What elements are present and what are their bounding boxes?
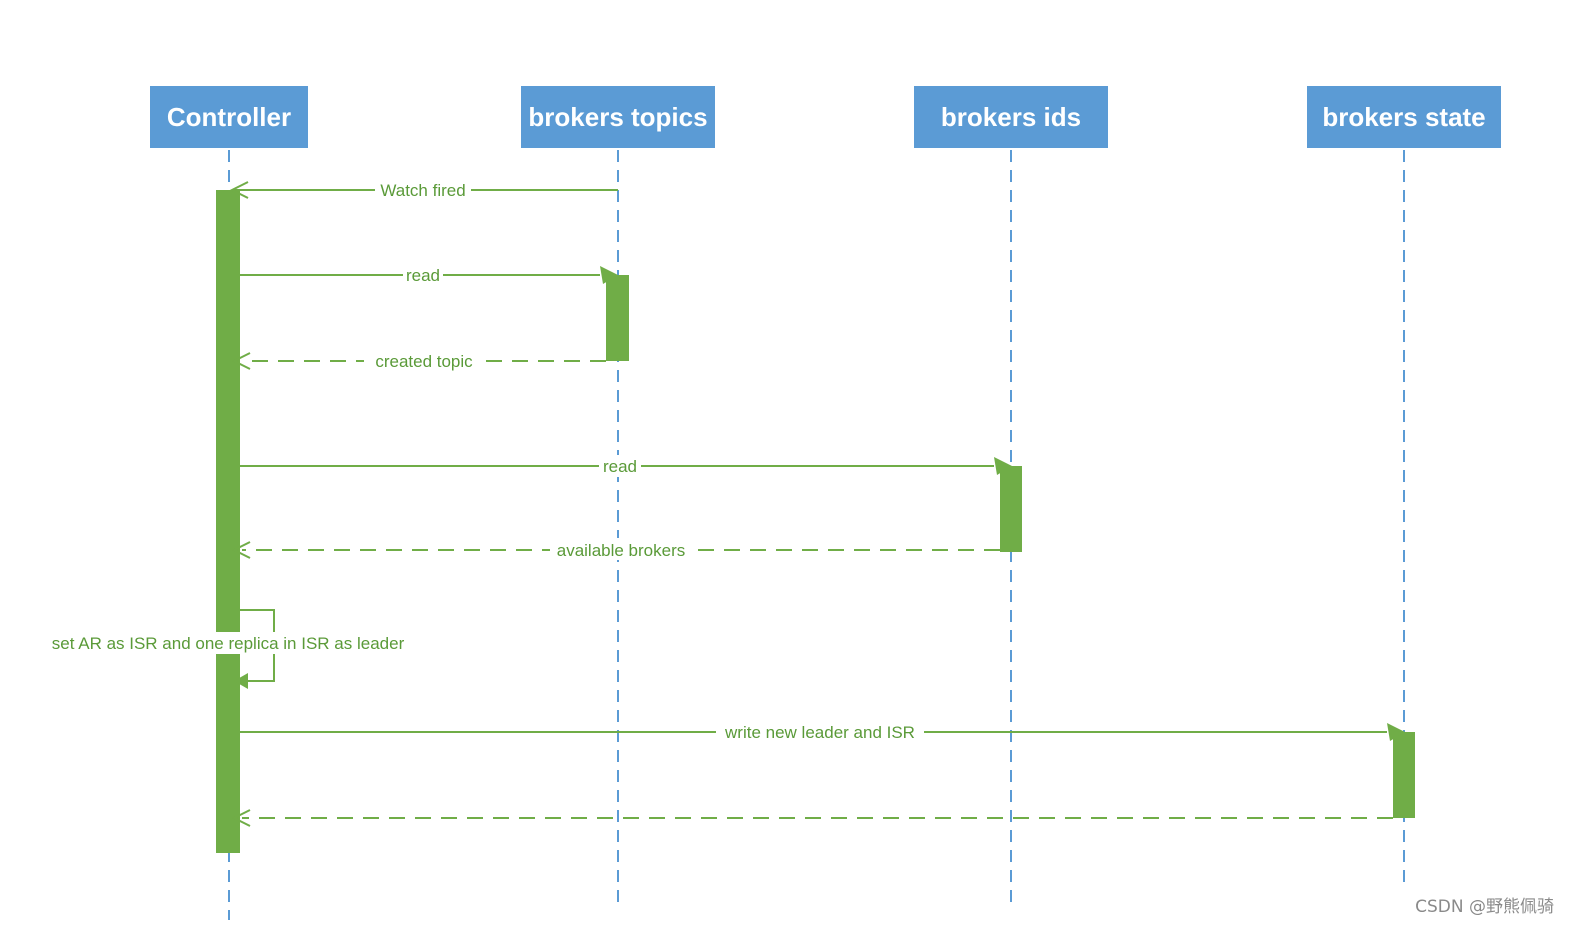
message-label: read: [603, 457, 637, 476]
message-label: created topic: [375, 352, 473, 371]
open-arrowhead-icon: [231, 809, 251, 827]
message-read-topics: read: [240, 264, 618, 286]
activation-brokers-state: [1393, 732, 1415, 818]
filled-arrowhead-icon: [600, 266, 618, 284]
filled-arrowhead-icon: [1387, 723, 1405, 741]
activation-brokers-topics: [606, 275, 629, 361]
open-arrowhead-icon: [229, 181, 249, 199]
message-watch-fired: Watch fired: [229, 178, 618, 200]
message-label: read: [406, 266, 440, 285]
activation-controller: [216, 190, 240, 853]
message-read-ids: read: [240, 455, 1012, 477]
participant-brokers-topics: brokers topics: [521, 86, 715, 148]
message-label: available brokers: [557, 541, 686, 560]
message-state-return: [231, 809, 1393, 827]
participant-label: brokers topics: [528, 102, 707, 132]
open-arrowhead-icon: [231, 541, 251, 559]
filled-arrowhead-icon: [234, 673, 248, 689]
message-write-leader: write new leader and ISR: [240, 721, 1405, 743]
message-available-brokers: available brokers: [231, 538, 1000, 560]
message-created-topic: created topic: [231, 349, 606, 371]
message-label: write new leader and ISR: [724, 723, 915, 742]
watermark: CSDN @野熊佩骑: [1415, 897, 1554, 917]
message-self-call: set AR as ISR and one replica in ISR as …: [46, 609, 410, 689]
participant-brokers-ids: brokers ids: [914, 86, 1108, 148]
participant-brokers-state: brokers state: [1307, 86, 1501, 148]
participant-label: brokers state: [1322, 102, 1485, 132]
filled-arrowhead-icon: [994, 457, 1012, 475]
participant-label: Controller: [167, 102, 291, 132]
message-label: Watch fired: [380, 181, 465, 200]
participant-controller: Controller: [150, 86, 308, 148]
open-arrowhead-icon: [231, 352, 251, 370]
message-label: set AR as ISR and one replica in ISR as …: [52, 634, 405, 653]
participant-label: brokers ids: [941, 102, 1081, 132]
activation-brokers-ids: [1000, 466, 1022, 552]
